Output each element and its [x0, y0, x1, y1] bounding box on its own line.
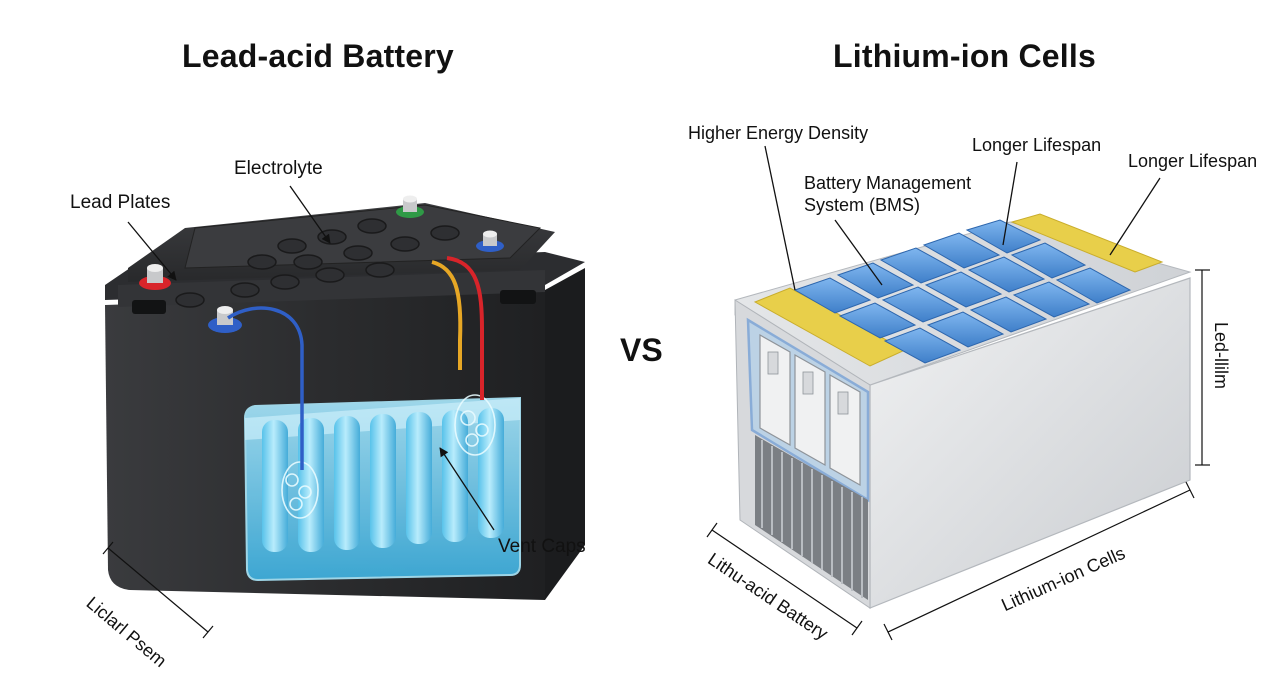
vent-caps	[175, 218, 460, 308]
bms-leader	[834, 219, 883, 286]
case-side	[545, 268, 585, 600]
bms-label-line2: System (BMS)	[804, 195, 921, 215]
lifespan-leader-1	[1002, 161, 1018, 246]
bubble-cluster	[281, 394, 496, 519]
vent-caps-leader	[439, 447, 495, 531]
electrolyte-label: Electrolyte	[234, 158, 323, 179]
pouch-cells	[759, 333, 861, 487]
lead-acid-dimension-line	[107, 547, 209, 633]
heat-sink-fins	[755, 435, 868, 600]
vent-caps-label: Vent Caps	[498, 536, 586, 557]
terminal-blue-front	[208, 306, 242, 333]
lithium-ion-pack	[706, 145, 1210, 641]
handle-slot	[132, 300, 166, 314]
insulation-strip-back	[1010, 213, 1164, 273]
lead-plates-leader	[127, 221, 177, 281]
terminal-blue-back	[476, 230, 504, 252]
wire-blue	[227, 306, 304, 470]
terminal-red	[139, 264, 171, 290]
electrolyte-leader	[289, 185, 331, 244]
side-dimension-line	[887, 489, 1191, 633]
wire-red	[446, 256, 484, 400]
front-dimension-line	[711, 529, 858, 629]
vs-separator: VS	[620, 332, 663, 368]
energy-density-label: Higher Energy Density	[688, 123, 869, 143]
lithium-ion-title: Lithium-ion Cells	[833, 38, 1096, 74]
lead-acid-title: Lead-acid Battery	[182, 38, 454, 74]
height-dimension-label: Led-llilm	[1211, 322, 1231, 390]
lifespan-label-2: Longer Lifespan	[1128, 151, 1258, 171]
lid-band	[118, 270, 545, 307]
wire-yellow	[431, 260, 463, 370]
handle-slot	[500, 290, 536, 304]
terminal-green	[396, 195, 424, 218]
cell-grid	[793, 219, 1132, 364]
bms-label-line1: Battery Management	[804, 173, 972, 193]
lifespan-label-1: Longer Lifespan	[972, 135, 1102, 155]
lifespan-leader-2	[1109, 177, 1161, 256]
lead-plates-label: Lead Plates	[70, 192, 171, 213]
energy-density-leader	[764, 145, 796, 291]
lead-plate-cells	[262, 408, 504, 552]
lead-acid-battery	[102, 185, 585, 639]
